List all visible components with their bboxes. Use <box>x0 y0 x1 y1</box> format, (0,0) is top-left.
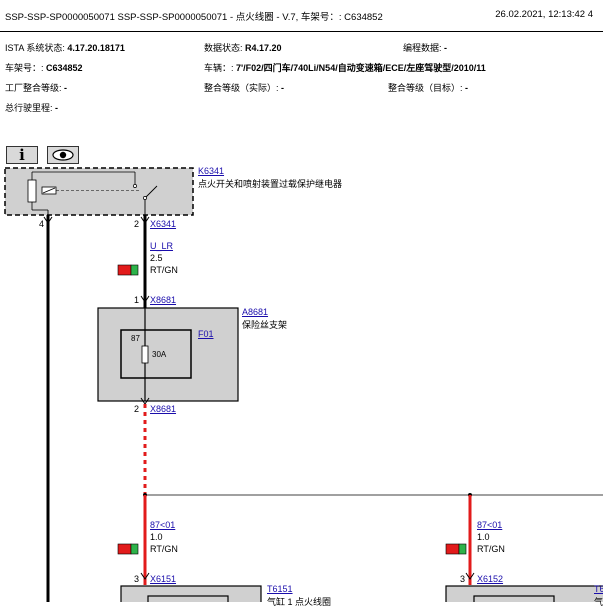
factory-level: 工厂整合等级: - <box>5 83 68 93</box>
connector-x8681-bottom-link[interactable]: X8681 <box>150 404 177 414</box>
pin-3b: 3 <box>460 574 466 584</box>
pin-3a: 3 <box>134 574 140 584</box>
wire-1-color: RT/GN <box>150 265 178 275</box>
pin-2b: 2 <box>134 404 140 414</box>
wire-1-size: 2.5 <box>150 253 163 263</box>
wire-2-size: 1.0 <box>150 532 163 542</box>
page-title: SSP-SSP-SP0000050071 SSP-SSP-SP000005007… <box>5 12 383 23</box>
datetime: 26.02.2021, 12:13:42 4 <box>495 9 593 20</box>
coil-2-id-link[interactable]: T6 <box>594 584 603 594</box>
fusebox-name: 保险丝支架 <box>242 320 288 330</box>
ista-status: ISTA 系统状态: 4.17.20.18171 <box>5 43 125 53</box>
relay-name: 点火开关和喷射装置过载保护继电器 <box>198 179 343 189</box>
fusebox-id-link[interactable]: A8681 <box>242 307 269 317</box>
coil-1-id-link[interactable]: T6151 <box>267 584 293 594</box>
wire-3-color: RT/GN <box>477 544 505 554</box>
wire-87-01-left-link[interactable]: 87<01 <box>150 520 176 530</box>
info-icon: i <box>19 146 25 164</box>
fuse-symbol <box>141 345 149 364</box>
connector-x6152-link[interactable]: X6152 <box>477 574 504 584</box>
header-divider <box>0 31 603 32</box>
info-button[interactable]: i <box>6 146 38 164</box>
connector-x8681-top-link[interactable]: X8681 <box>150 295 177 305</box>
fuse-inner <box>120 329 192 379</box>
wire-87-01-right-link[interactable]: 87<01 <box>477 520 503 530</box>
relay-box <box>4 167 194 216</box>
relay-id-link[interactable]: K6341 <box>198 166 225 176</box>
data-status: 数据状态: R4.17.20 <box>204 43 282 53</box>
vin: 车架号：: C634852 <box>5 63 83 73</box>
connector-x6341-link[interactable]: X6341 <box>150 219 177 229</box>
fuse-id-link[interactable]: F01 <box>198 329 214 339</box>
mileage: 总行驶里程: - <box>5 103 59 113</box>
programming-data: 编程数据: - <box>403 43 448 53</box>
connector-x6151-link[interactable]: X6151 <box>150 574 177 584</box>
pin-1: 1 <box>134 295 140 305</box>
wire-3-size: 1.0 <box>477 532 490 542</box>
target-level: 整合等级（目标）: - <box>388 83 469 93</box>
wire-2-color: RT/GN <box>150 544 178 554</box>
fuse-rating: 30A <box>152 350 167 359</box>
pin-4: 4 <box>39 219 45 229</box>
fuse-pin-87: 87 <box>131 334 140 343</box>
vehicle: 车辆：: 7'/F02/四门车/740Li/N54/自动变速箱/ECE/左座驾驶… <box>204 63 486 73</box>
actual-level: 整合等级（实际）: - <box>204 83 285 93</box>
pin-2: 2 <box>134 219 140 229</box>
eye-icon <box>52 149 74 161</box>
view-button[interactable] <box>47 146 79 164</box>
relay-coil <box>27 179 37 203</box>
wire-u-lr-link[interactable]: U_LR <box>150 241 174 251</box>
